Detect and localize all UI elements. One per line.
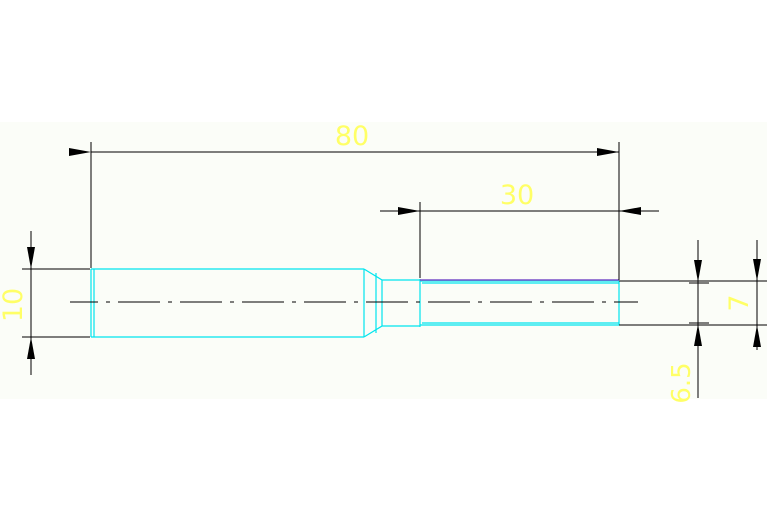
dimension-large-diameter: [22, 231, 90, 375]
overall-length-label: 80: [335, 121, 369, 152]
dimension-thread-length: [380, 202, 659, 280]
dimension-small-diameter: [619, 240, 767, 398]
small-diameter-inner-label: 6.5: [667, 362, 697, 403]
shaft-outline: [90, 268, 620, 338]
large-diameter-label: 10: [0, 288, 29, 322]
thread-length-label: 30: [500, 180, 534, 211]
drawing-area: [0, 122, 767, 399]
small-diameter-outer-label: 7: [724, 294, 755, 311]
